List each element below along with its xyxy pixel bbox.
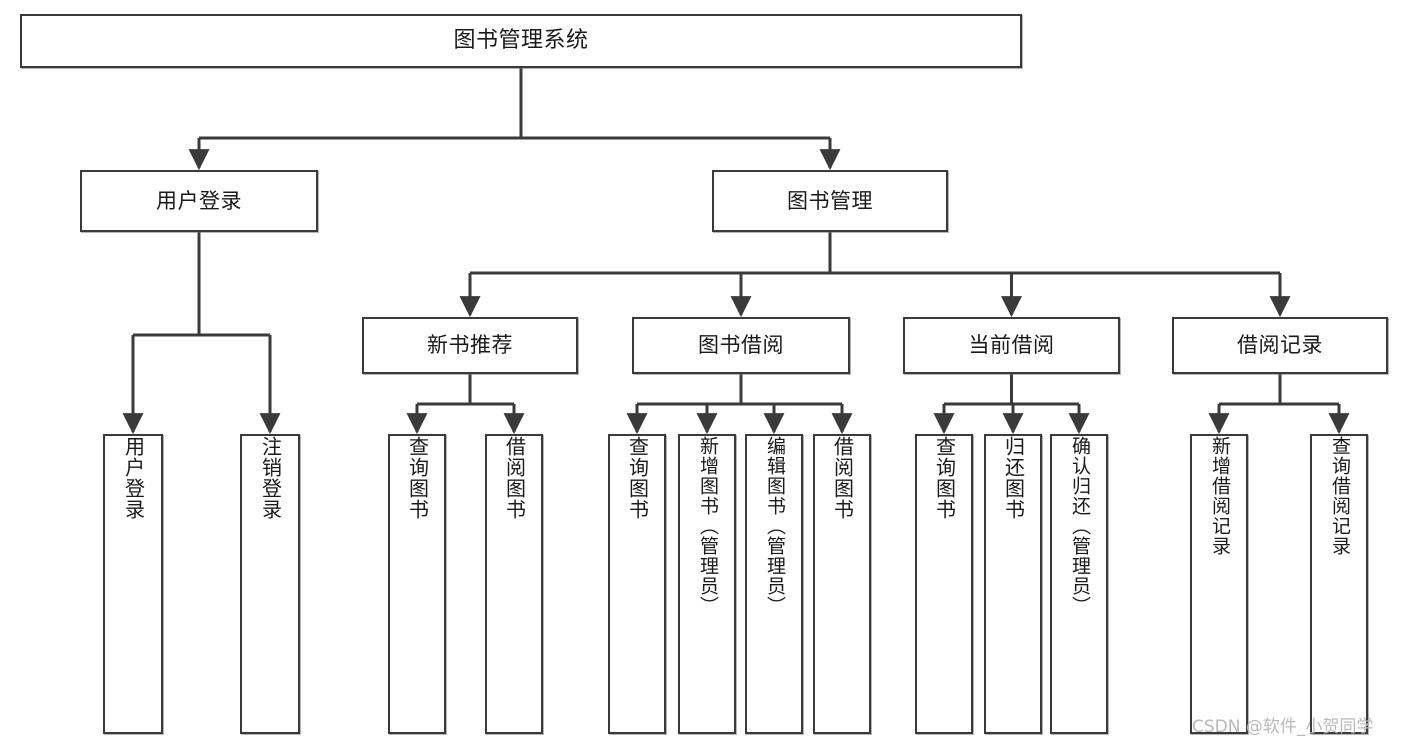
node-label: 查询图书 [625,436,650,520]
leaf-logout[interactable]: 注销登录 [240,434,300,734]
leaf-edit-book-admin[interactable]: 编辑图书（管理员） [745,434,803,734]
node-label: 借阅记录 [1237,333,1323,358]
leaf-query-book-borrow[interactable]: 查询图书 [608,434,666,734]
leaf-user-login[interactable]: 用户登录 [103,434,163,734]
node-book-borrow[interactable]: 图书借阅 [632,317,850,374]
node-label: 查询图书 [932,436,957,520]
leaf-borrow-book[interactable]: 借阅图书 [813,434,871,734]
node-label: 图书管理系统 [453,28,589,54]
watermark: CSDN @软件_小贺同学 [1192,717,1374,737]
leaf-add-book-admin[interactable]: 新增图书（管理员） [678,434,736,734]
node-label: 确认归还（管理员） [1068,436,1091,616]
node-book-management[interactable]: 图书管理 [712,170,948,232]
node-label: 借阅图书 [830,436,855,520]
leaf-borrow-book-recommend[interactable]: 借阅图书 [485,434,543,734]
node-label: 图书管理 [787,188,873,213]
node-current-borrow[interactable]: 当前借阅 [903,317,1120,374]
node-root[interactable]: 图书管理系统 [20,14,1022,68]
leaf-confirm-return-admin[interactable]: 确认归还（管理员） [1050,434,1108,734]
node-label: 借阅图书 [502,436,527,520]
node-label: 查询借阅记录 [1328,436,1351,556]
leaf-query-book-current[interactable]: 查询图书 [915,434,973,734]
node-label: 查询图书 [405,436,430,520]
node-label: 用户登录 [121,436,146,520]
node-user-login[interactable]: 用户登录 [80,170,318,232]
node-label: 用户登录 [156,188,242,213]
node-label: 编辑图书（管理员） [763,436,786,616]
leaf-add-borrow-record[interactable]: 新增借阅记录 [1190,434,1248,734]
node-borrow-record[interactable]: 借阅记录 [1172,317,1388,374]
node-label: 新增图书（管理员） [696,436,719,616]
node-label: 归还图书 [1001,436,1026,520]
node-label: 注销登录 [258,436,283,520]
leaf-query-borrow-record[interactable]: 查询借阅记录 [1310,434,1368,734]
leaf-return-book[interactable]: 归还图书 [984,434,1042,734]
node-label: 图书借阅 [698,333,784,358]
node-label: 当前借阅 [968,333,1055,358]
leaf-query-book-recommend[interactable]: 查询图书 [388,434,446,734]
node-label: 新书推荐 [427,333,513,358]
node-new-book-recommend[interactable]: 新书推荐 [362,317,578,374]
node-label: 新增借阅记录 [1208,436,1231,556]
